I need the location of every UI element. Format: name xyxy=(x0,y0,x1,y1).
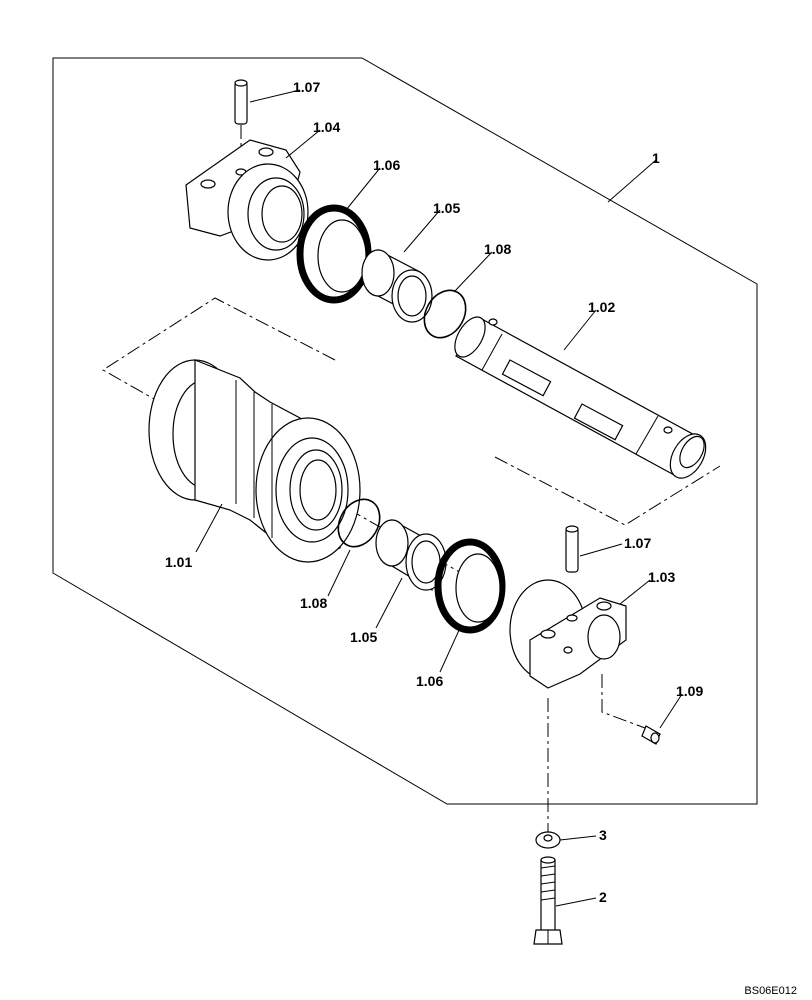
callout-1-05-bottom: 1.05 xyxy=(350,629,377,645)
callout-1-06-bottom: 1.06 xyxy=(416,673,443,689)
part-collar-top xyxy=(185,139,309,261)
callout-1-02: 1.02 xyxy=(588,299,615,315)
part-washer xyxy=(535,831,561,849)
part-bushing-bottom xyxy=(375,518,447,592)
part-shaft xyxy=(454,316,707,479)
callout-1-04: 1.04 xyxy=(313,119,340,135)
part-roller xyxy=(148,359,361,563)
callout-1-07-top: 1.07 xyxy=(293,79,320,95)
callout-1-06-top: 1.06 xyxy=(373,157,400,173)
part-bolt xyxy=(533,856,563,945)
centerline-plug xyxy=(601,674,646,729)
callout-2: 2 xyxy=(599,889,607,905)
callout-1-01: 1.01 xyxy=(165,554,192,570)
callout-1-03: 1.03 xyxy=(648,569,675,585)
part-seal-bottom xyxy=(434,538,506,634)
part-pin-bottom xyxy=(565,525,579,573)
callout-1-08-bottom: 1.08 xyxy=(300,595,327,611)
callout-3: 3 xyxy=(599,827,607,843)
part-oring-bottom xyxy=(337,498,381,548)
part-collar-bottom xyxy=(509,579,627,689)
leader-lines xyxy=(195,89,683,907)
callout-1-07-bottom: 1.07 xyxy=(624,535,651,551)
part-oring-top xyxy=(423,289,467,339)
callout-1-08-top: 1.08 xyxy=(484,241,511,257)
callout-1-09: 1.09 xyxy=(676,683,703,699)
part-pin-top xyxy=(234,79,248,125)
callout-1: 1 xyxy=(652,150,660,166)
callout-1-05-top: 1.05 xyxy=(433,200,460,216)
part-seal-top xyxy=(296,204,372,304)
part-plug xyxy=(641,725,661,745)
assembly-boundary xyxy=(52,57,758,805)
document-reference: BS06E012 xyxy=(744,985,797,997)
part-bushing-top xyxy=(361,249,433,323)
